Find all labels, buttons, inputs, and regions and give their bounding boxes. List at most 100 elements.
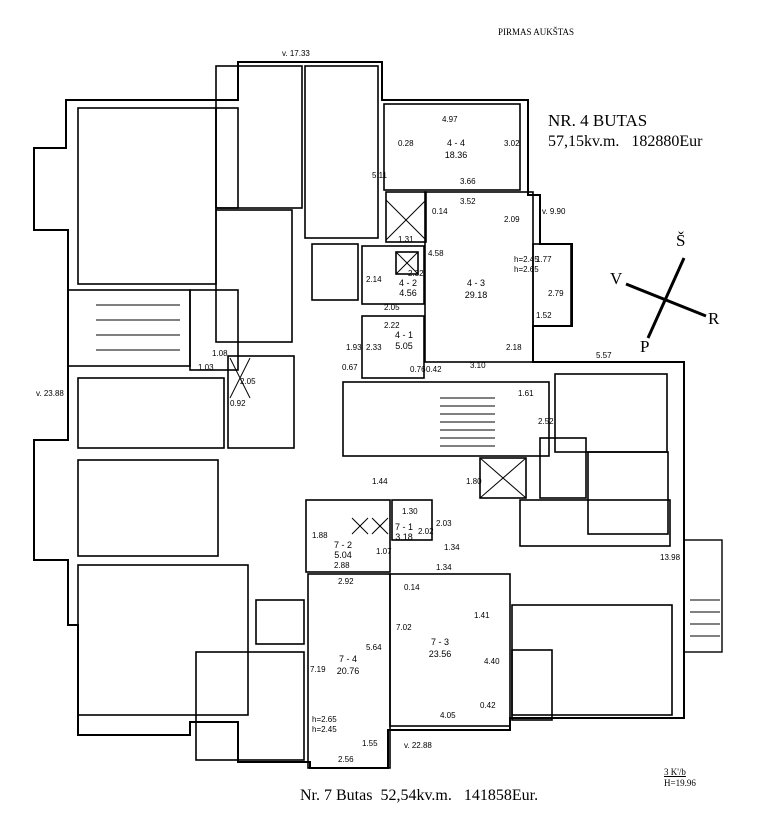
dim-label: 1.34	[444, 543, 460, 552]
apartment-4-summary: 57,15kv.m. 182880Eur	[548, 133, 703, 150]
room-west-1	[77, 107, 217, 285]
dim-label: 1.07	[376, 547, 392, 556]
room-north-1	[215, 65, 303, 209]
dim-label: 3.02	[504, 139, 520, 148]
room-west-3	[77, 459, 219, 557]
dim-label: 4.97	[442, 115, 458, 124]
room-7-2	[305, 499, 391, 573]
dim-label: 2.56	[338, 755, 354, 764]
room-area-4-2: 4.56	[399, 288, 417, 298]
dim-label: 4.05	[440, 711, 456, 720]
elevation-bottom: v. 22.88	[404, 741, 432, 750]
room-4-2	[361, 245, 425, 305]
room-7-4	[307, 573, 391, 769]
dim-label: 2.02	[418, 527, 434, 536]
dim-label: 1.03	[198, 363, 214, 372]
room-label-4-2: 4 - 2	[399, 278, 417, 288]
dim-label: 1.88	[312, 531, 328, 540]
dim-label: 0.92	[230, 399, 246, 408]
corridor-east	[519, 499, 671, 547]
room-west-core	[227, 355, 295, 449]
dim-label: 1.61	[518, 389, 534, 398]
room-north-3	[215, 209, 293, 343]
dim-label: 1.80	[466, 477, 482, 486]
room-southwest-small	[255, 599, 305, 645]
room-4-1	[361, 315, 425, 379]
room-west-2	[77, 377, 225, 449]
room-area-7-2: 5.04	[334, 550, 352, 560]
compass	[625, 257, 707, 339]
dim-label: 1.77	[536, 255, 552, 264]
balcony-4	[532, 243, 572, 327]
room-east-small	[539, 437, 587, 499]
dim-label: 3.52	[460, 197, 476, 206]
compass-north: Š	[676, 231, 686, 250]
building-outline	[33, 61, 685, 769]
room-4-4	[383, 103, 521, 191]
dim-label: 3.66	[460, 177, 476, 186]
room-area-4-1: 5.05	[395, 341, 413, 351]
dim-label: 5.11	[372, 171, 388, 180]
bath-4	[385, 191, 427, 243]
dim-label: 1.41	[474, 611, 490, 620]
dim-label: 7.19	[310, 665, 326, 674]
dim-label: 2.22	[384, 321, 400, 330]
dim-label: 7.02	[396, 623, 412, 632]
dim-label: 3.10	[470, 361, 486, 370]
room-west-4	[77, 564, 249, 716]
dim-label: 2.05	[240, 377, 256, 386]
shaft-markers	[229, 199, 527, 535]
dim-label: 1.52	[536, 311, 552, 320]
dim-label: 0.14	[432, 207, 448, 216]
dim-label: 0.76	[410, 365, 426, 374]
room-southwest	[195, 651, 305, 761]
scale-note-1: 3 K'/b	[664, 767, 686, 777]
room-area-7-4: 20.76	[337, 666, 360, 676]
entrance-stair	[683, 539, 723, 653]
dim-label: 1.44	[372, 477, 388, 486]
scale-note-2: H=19.96	[664, 778, 696, 788]
room-east-1	[554, 373, 668, 453]
dim-label: 0.28	[398, 139, 414, 148]
apartment-4-title: NR. 4 BUTAS	[548, 111, 648, 130]
dim-label: 2.79	[548, 289, 564, 298]
apartment-7-summary: Nr. 7 Butas 52,54kv.m. 141858Eur.	[300, 787, 539, 804]
dim-label: 2.03	[436, 519, 452, 528]
dim-label: 2.92	[338, 577, 354, 586]
room-label-7-3: 7 - 3	[431, 637, 449, 647]
room-label-7-2: 7 - 2	[334, 540, 352, 550]
room-label-7-1: 7 - 1	[395, 522, 413, 532]
dim-label: 1.55	[362, 739, 378, 748]
room-east-2	[587, 451, 669, 535]
shaft-west	[189, 289, 239, 371]
dim-label: 4.58	[428, 249, 444, 258]
dim-label: 0.42	[480, 701, 496, 710]
room-north-2	[304, 65, 379, 239]
dim-label: h=2.65	[514, 265, 539, 274]
room-east-3	[511, 604, 673, 716]
dim-label: 2.52	[538, 417, 554, 426]
dim-label: 1.08	[212, 349, 228, 358]
dim-label: 2.09	[504, 215, 520, 224]
elevation-left: v. 23.88	[36, 389, 64, 398]
dim-label: 5.64	[366, 643, 382, 652]
elevation-top: v. 17.33	[282, 49, 310, 58]
dim-label: 2.32	[408, 269, 424, 278]
dim-label: h=2.65	[312, 715, 337, 724]
stair-treads	[96, 304, 720, 637]
elevator	[479, 457, 527, 499]
dim-label: h=2.45	[514, 255, 539, 264]
elevation-right: v. 9.90	[542, 207, 566, 216]
dim-label: 1.31	[398, 235, 414, 244]
room-north-4	[311, 243, 359, 301]
dim-label: 13.98	[660, 553, 681, 562]
compass-south: P	[640, 337, 650, 356]
room-area-7-1: 3.18	[395, 532, 413, 542]
dim-label: 4.40	[484, 657, 500, 666]
room-label-7-4: 7 - 4	[339, 654, 357, 664]
room-label-4-4: 4 - 4	[447, 138, 465, 148]
stairwell-west	[67, 289, 191, 367]
dim-label: 2.88	[334, 561, 350, 570]
dim-label: 0.42	[426, 365, 442, 374]
